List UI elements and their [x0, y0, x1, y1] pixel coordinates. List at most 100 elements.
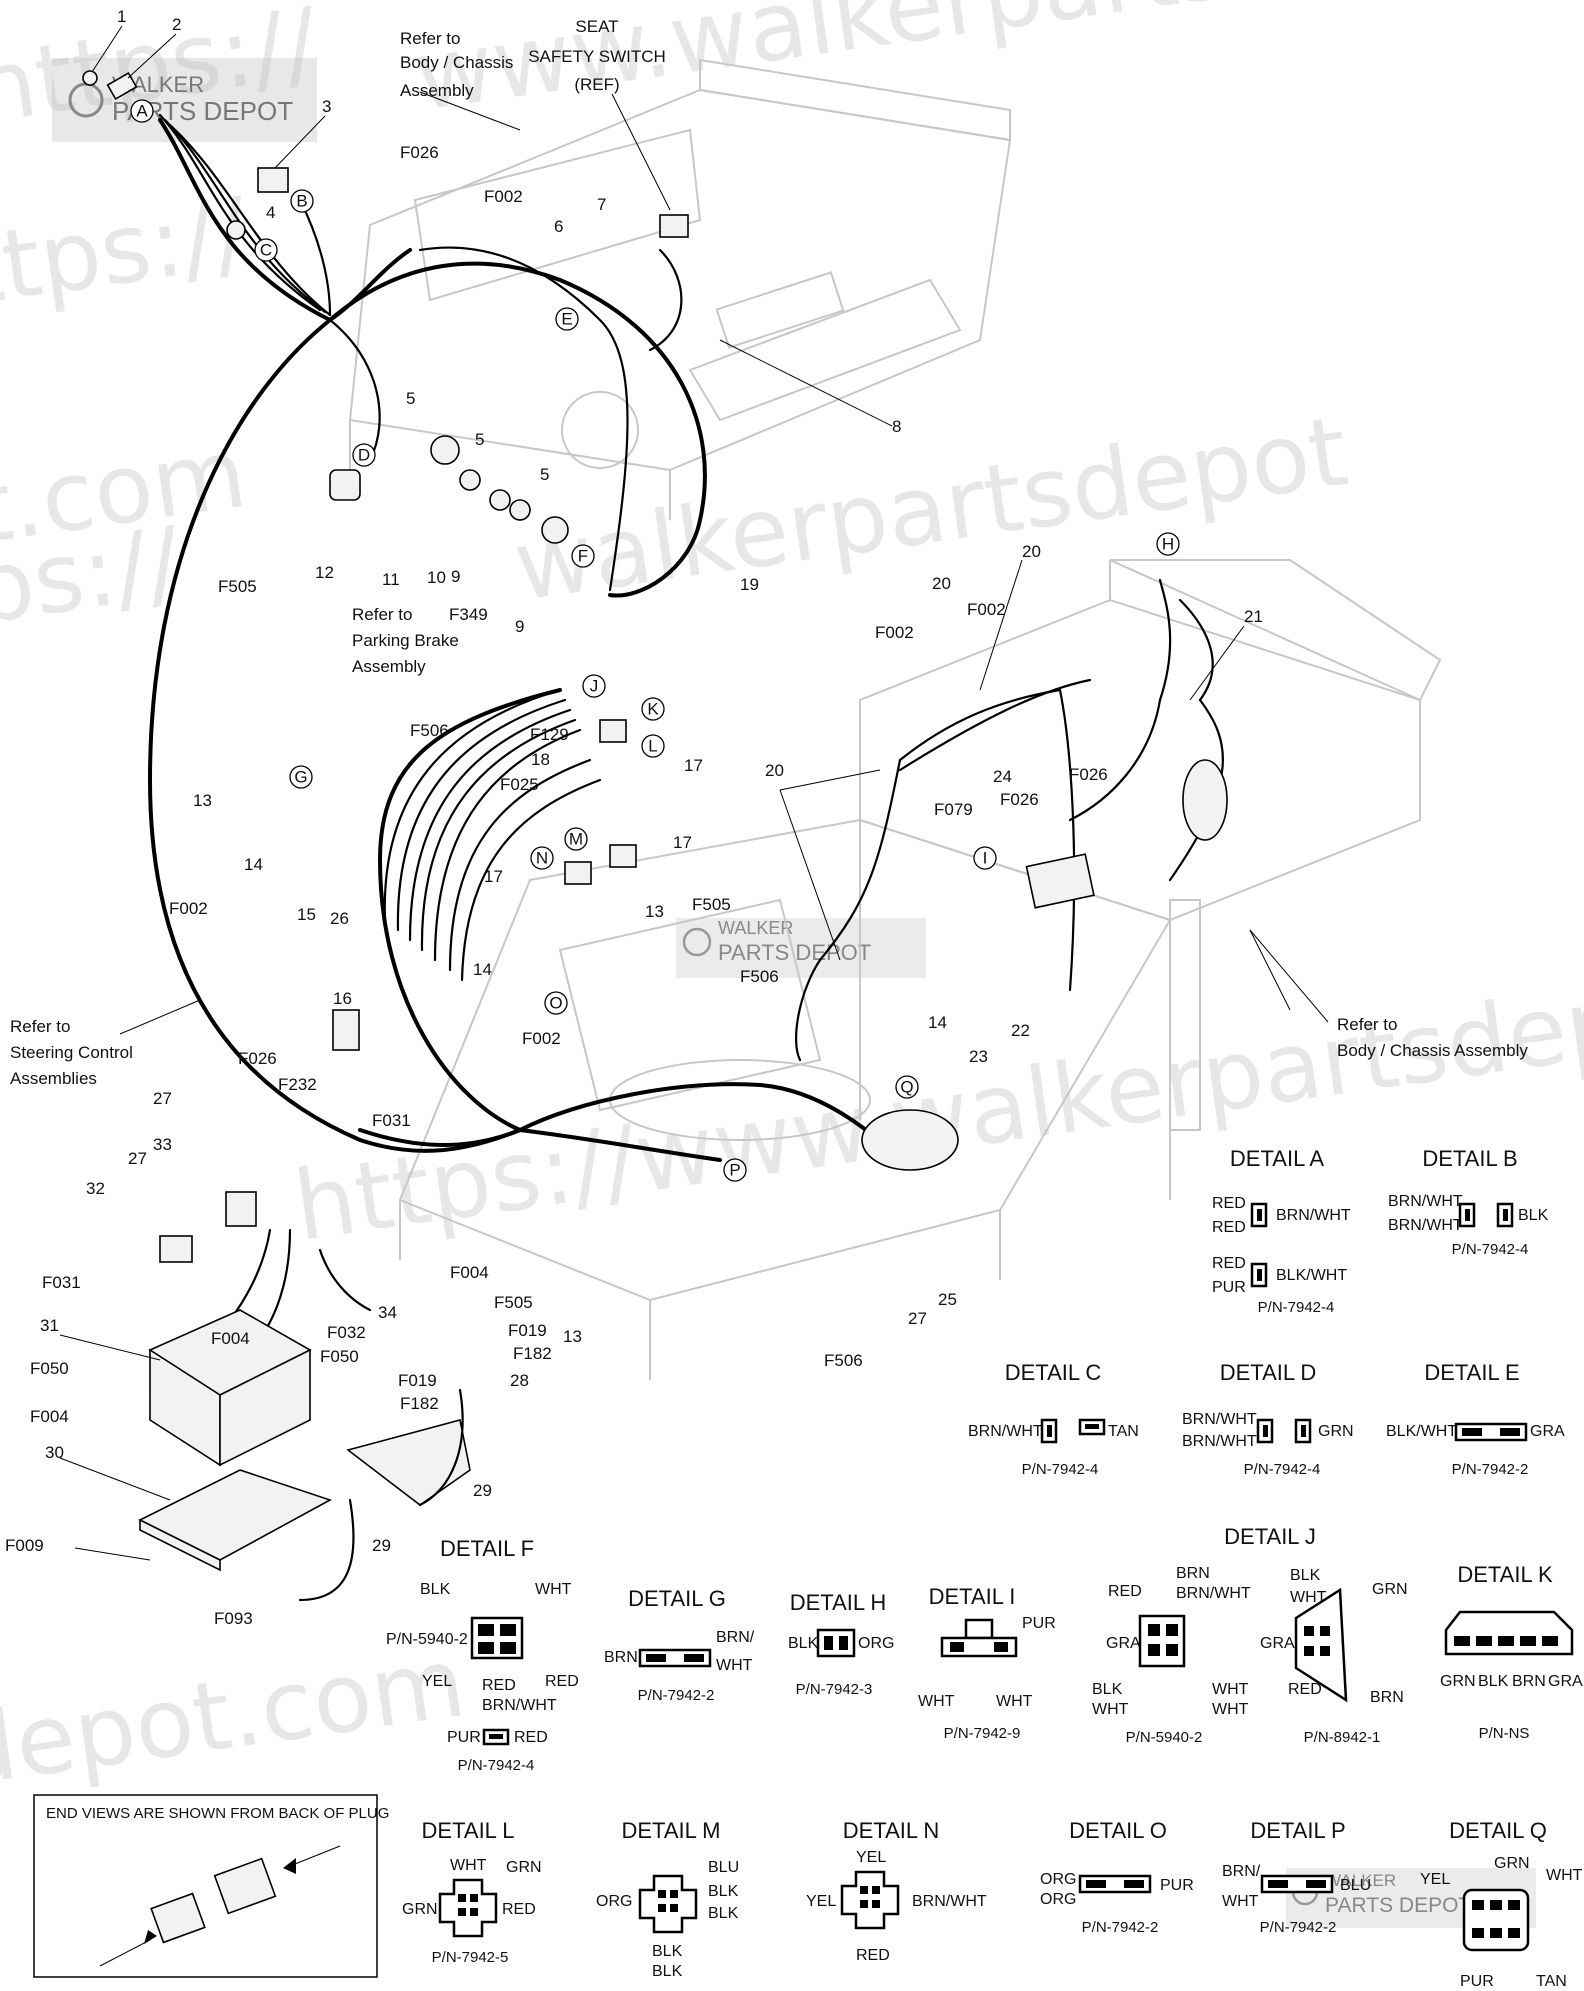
- svg-text:P/N-7942-2: P/N-7942-2: [638, 1687, 715, 1704]
- brand-line1-bottom: WALKER: [1325, 1871, 1396, 1890]
- svg-text:RED: RED: [1212, 1219, 1246, 1236]
- watermark-text-5: walkerpartsdepot: [508, 395, 1354, 623]
- ref-parking-brake-line3: Assembly: [352, 657, 426, 676]
- ref-steering-line1: Refer to: [10, 1017, 70, 1036]
- brand-logo-center: WALKER PARTS DEPOT: [676, 918, 926, 978]
- svg-text:Q: Q: [900, 1078, 913, 1097]
- callout-d: D: [352, 443, 376, 467]
- svg-text:WHT: WHT: [1290, 1589, 1327, 1606]
- fastener-f019-b: F019: [398, 1371, 437, 1390]
- svg-text:PUR: PUR: [1212, 1279, 1246, 1296]
- item-23-label: 23: [969, 1047, 988, 1066]
- fastener-f505-b: F505: [692, 895, 731, 914]
- svg-text:BLK: BLK: [652, 1943, 683, 1960]
- detail-m-title: DETAIL M: [621, 1818, 720, 1843]
- svg-text:ORG: ORG: [858, 1635, 894, 1652]
- item-33-shape: [225, 1191, 257, 1227]
- item-17-relay-c-shape: [564, 861, 592, 885]
- svg-text:BLK: BLK: [708, 1905, 739, 1922]
- fastener-f004-c: F004: [30, 1407, 69, 1426]
- detail-e: DETAIL E BLK/WHT GRA P/N-7942-2: [1386, 1360, 1565, 1478]
- item-17-label-a: 17: [684, 756, 703, 775]
- detail-i-title: DETAIL I: [929, 1584, 1016, 1609]
- fastener-f026-b: F026: [1069, 765, 1108, 784]
- svg-text:P/N-7942-5: P/N-7942-5: [432, 1949, 509, 1966]
- svg-text:BLK: BLK: [1092, 1681, 1123, 1698]
- svg-text:BRN/WHT: BRN/WHT: [482, 1697, 557, 1714]
- watermark-text-7: depot.com: [0, 1626, 471, 1808]
- svg-text:PUR: PUR: [1022, 1615, 1056, 1632]
- svg-text:P/N-5940-2: P/N-5940-2: [386, 1631, 468, 1648]
- callout-l: L: [641, 734, 665, 758]
- item-18-label: 18: [531, 750, 550, 769]
- detail-j: DETAIL J RED BRN BRN/WHT GRA BLK WHT WHT…: [1092, 1524, 1408, 1746]
- detail-n: DETAIL N YEL YEL BRN/WHT RED: [806, 1818, 987, 1964]
- fastener-f349: F349: [449, 605, 488, 624]
- svg-text:J: J: [590, 677, 599, 696]
- svg-text:P/N-7942-4: P/N-7942-4: [458, 1757, 535, 1774]
- item-2-label: 2: [172, 15, 181, 34]
- fastener-f182-a: F182: [513, 1344, 552, 1363]
- svg-text:GRN: GRN: [506, 1859, 542, 1876]
- item-number-labels: 1 2 3 4 5 5 5 6 7 8 9 9 10 11 12 13 13 1…: [40, 7, 1263, 1555]
- detail-i: DETAIL I PUR WHT WHT P/N-7942-9: [918, 1584, 1056, 1742]
- svg-text:BRN/WHT: BRN/WHT: [1176, 1585, 1251, 1602]
- svg-text:F: F: [578, 547, 588, 566]
- svg-text:O: O: [549, 994, 562, 1013]
- item-7-label: 7: [597, 195, 606, 214]
- fastener-f004-b: F004: [211, 1329, 250, 1348]
- callout-c: C: [254, 238, 278, 262]
- svg-text:WHT: WHT: [1212, 1681, 1249, 1698]
- detail-a-title: DETAIL A: [1230, 1146, 1324, 1171]
- item-34-label: 34: [378, 1303, 397, 1322]
- svg-text:P/N-7942-2: P/N-7942-2: [1082, 1919, 1159, 1936]
- callout-q: Q: [895, 1075, 919, 1099]
- detail-n-title: DETAIL N: [843, 1818, 940, 1843]
- item-13-label-c: 13: [563, 1327, 582, 1346]
- detail-k: DETAIL K GRN BLK BRN GRA P/N-NS: [1440, 1562, 1583, 1742]
- svg-text:BRN: BRN: [1176, 1565, 1210, 1582]
- svg-text:GRA: GRA: [1548, 1673, 1583, 1690]
- svg-text:BRN/WHT: BRN/WHT: [968, 1423, 1043, 1440]
- svg-text:BRN: BRN: [604, 1649, 638, 1666]
- svg-text:YEL: YEL: [422, 1673, 452, 1690]
- detail-b: DETAIL B BRN/WHT BRN/WHT BLK P/N-7942-4: [1388, 1146, 1549, 1258]
- detail-o: DETAIL O ORG ORG PUR P/N-7942-2: [1040, 1818, 1194, 1936]
- svg-text:BRN/WHT: BRN/WHT: [1388, 1217, 1463, 1234]
- svg-text:BRN/WHT: BRN/WHT: [1388, 1193, 1463, 1210]
- svg-text:BLK/WHT: BLK/WHT: [1276, 1267, 1347, 1284]
- detail-k-title: DETAIL K: [1457, 1562, 1553, 1587]
- svg-text:BLK: BLK: [788, 1635, 819, 1652]
- ref-seat-switch-line3: (REF): [574, 75, 619, 94]
- svg-text:PUR: PUR: [447, 1729, 481, 1746]
- item-22-regulator-shape: [1025, 853, 1095, 909]
- svg-text:RED: RED: [856, 1947, 890, 1964]
- svg-text:BLK: BLK: [1478, 1673, 1509, 1690]
- item-25-label: 25: [938, 1290, 957, 1309]
- svg-text:I: I: [983, 849, 988, 868]
- item-20-label-a: 20: [1022, 542, 1041, 561]
- svg-text:WHT: WHT: [1092, 1701, 1129, 1718]
- svg-text:P/N-7942-4: P/N-7942-4: [1452, 1241, 1529, 1258]
- callout-g: G: [289, 765, 313, 789]
- fastener-f506-a: F506: [410, 721, 449, 740]
- callout-b: B: [290, 189, 314, 213]
- svg-text:RED: RED: [1212, 1255, 1246, 1272]
- svg-text:WHT: WHT: [716, 1657, 753, 1674]
- item-29-rod-b-shape: [298, 1498, 355, 1602]
- item-27-label-a: 27: [153, 1089, 172, 1108]
- callout-e: E: [555, 307, 579, 331]
- fastener-f025: F025: [500, 775, 539, 794]
- item-9-label-a: 9: [451, 567, 460, 586]
- svg-text:YEL: YEL: [856, 1849, 886, 1866]
- item-15-label: 15: [297, 905, 316, 924]
- detail-f-title: DETAIL F: [440, 1536, 534, 1561]
- svg-text:GRN: GRN: [402, 1901, 438, 1918]
- fastener-f002-c: F002: [967, 600, 1006, 619]
- callout-circles: A B C D E F G H I J K L M N O P Q: [130, 99, 1180, 1182]
- item-12-label: 12: [315, 563, 334, 582]
- item-14-label-a: 14: [244, 855, 263, 874]
- item-4-label: 4: [266, 203, 275, 222]
- fastener-f002-b: F002: [875, 623, 914, 642]
- detail-a: DETAIL A RED RED BRN/WHT RED PUR BLK/WHT…: [1212, 1146, 1351, 1316]
